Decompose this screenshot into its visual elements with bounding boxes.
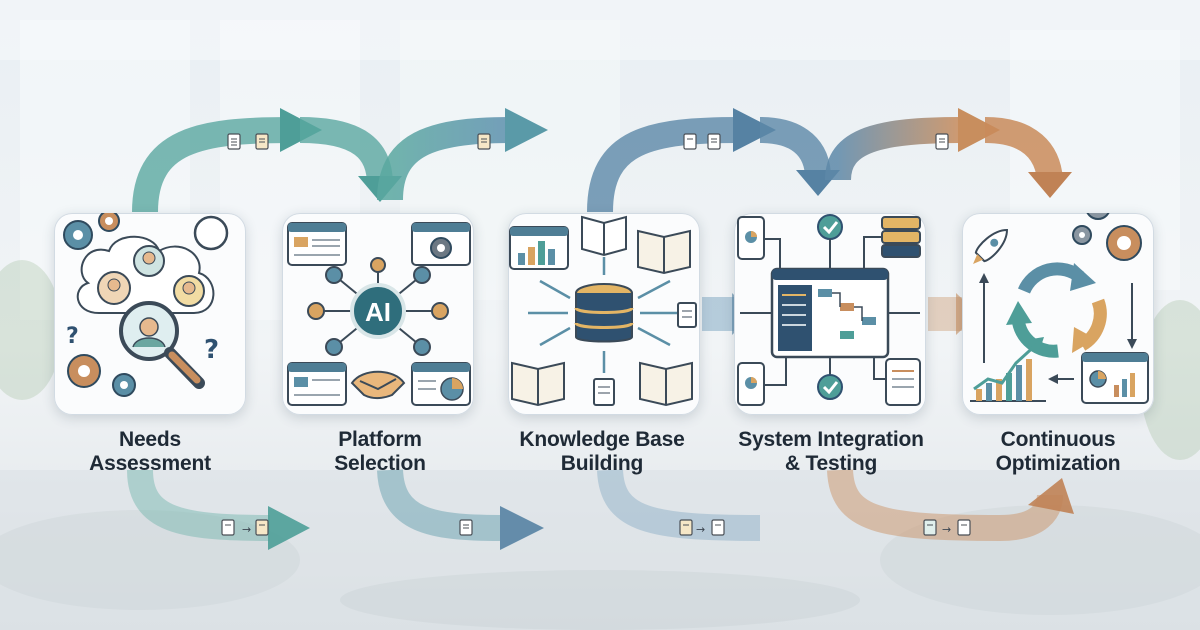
book-icon	[581, 215, 627, 257]
ai-hub-icon	[307, 257, 449, 356]
document-icon	[593, 378, 615, 406]
gear-icon	[1086, 213, 1110, 220]
svg-text:→: →	[242, 523, 251, 536]
document-icon	[679, 519, 693, 536]
document-icon	[711, 519, 725, 536]
handshake-icon	[350, 370, 406, 399]
step-label-system-integration-testing: System Integration & Testing	[716, 428, 946, 476]
step-title-line2: Building	[560, 452, 644, 475]
gear-icon	[67, 354, 101, 388]
bar-chart-window-icon	[509, 226, 569, 270]
book-icon	[637, 229, 691, 275]
doc-icons: → → →	[221, 133, 971, 536]
step-title-line2: Optimization	[995, 452, 1121, 475]
gear-icon	[1072, 225, 1092, 245]
step-card-continuous-optimization	[962, 213, 1154, 415]
step-card-knowledge-base-building	[508, 213, 700, 415]
gear-icon	[98, 213, 120, 232]
document-icon	[935, 133, 949, 150]
document-icon	[677, 302, 697, 328]
window-icon	[287, 362, 347, 406]
step-title-line2: Assessment	[89, 452, 211, 475]
magnifier-icon	[119, 301, 205, 389]
svg-text:→: →	[942, 523, 951, 536]
gear-icon	[63, 220, 93, 250]
document-icon	[255, 133, 269, 150]
gear-icon	[411, 222, 471, 266]
top-flow-arrows	[132, 108, 1072, 213]
step-title-line1: Needs	[118, 428, 182, 451]
checkmark-icon	[817, 214, 843, 240]
step-title-line2: Selection	[334, 452, 426, 475]
rocket-icon	[973, 229, 1008, 264]
document-icon	[459, 519, 473, 536]
document-icon	[221, 519, 235, 536]
step-title-line1: Knowledge Base	[519, 428, 685, 451]
book-icon	[511, 361, 565, 407]
book-icon	[639, 361, 693, 407]
document-icon	[923, 519, 937, 536]
cycle-arrows-icon	[1006, 262, 1107, 358]
database-icon	[574, 283, 634, 343]
document-icon	[477, 133, 491, 150]
step-card-platform-selection: AI	[282, 213, 474, 415]
gear-icon	[1106, 225, 1142, 261]
ai-badge-text: AI	[365, 297, 391, 327]
phone-icon	[737, 216, 765, 260]
question-icon: ?	[66, 324, 79, 349]
growth-chart-icon	[970, 337, 1046, 402]
step-label-needs-assessment: Needs Assessment	[35, 428, 265, 476]
phone-icon	[737, 362, 765, 406]
dashboard-icon	[1081, 352, 1149, 404]
document-icon	[957, 519, 971, 536]
server-icon	[881, 216, 921, 258]
document-icon	[707, 133, 721, 150]
document-icon	[255, 519, 269, 536]
gear-icon	[112, 373, 136, 397]
step-label-platform-selection: Platform Selection	[265, 428, 495, 476]
people-icon	[97, 245, 205, 307]
step-title-line1: Platform	[338, 428, 422, 451]
window-icon	[287, 222, 347, 266]
step-label-knowledge-base-building: Knowledge Base Building	[487, 428, 717, 476]
pie-chart-window-icon	[411, 362, 471, 406]
document-icon	[683, 133, 697, 150]
step-title-line1: Continuous	[1000, 428, 1116, 451]
step-title-line2: & Testing	[784, 452, 878, 475]
checkmark-icon	[817, 374, 843, 400]
document-icon	[227, 133, 241, 150]
question-icon: ?	[204, 335, 219, 365]
step-card-needs-assessment: ? ?	[54, 213, 246, 415]
svg-text:→: →	[696, 523, 705, 536]
step-title-line1: System Integration	[738, 428, 924, 451]
step-card-system-integration-testing	[734, 213, 926, 415]
flow-dashboard-icon	[770, 267, 890, 359]
tablet-icon	[885, 358, 921, 406]
step-label-continuous-optimization: Continuous Optimization	[943, 428, 1173, 476]
compass-icon	[193, 215, 229, 251]
